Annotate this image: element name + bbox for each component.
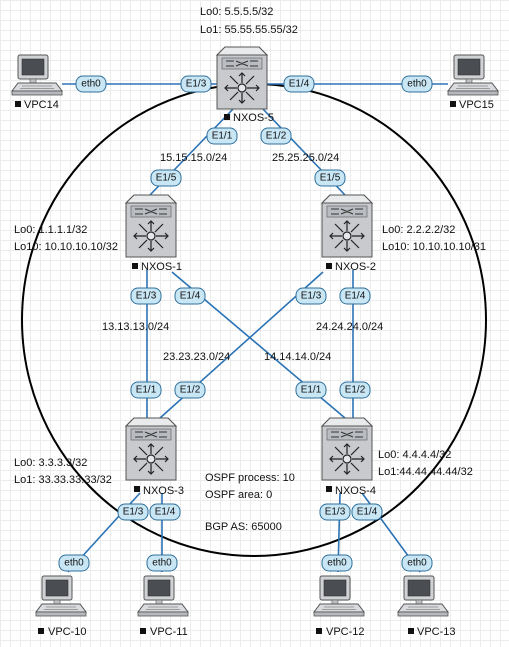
svg-text:E1/3: E1/3 — [325, 507, 346, 518]
port-nxos1-e1-3: E1/3 — [130, 287, 162, 305]
svg-text:E1/3: E1/3 — [301, 291, 322, 302]
port-nxos4-e1-1: E1/1 — [295, 381, 327, 399]
svg-text:E1/2: E1/2 — [180, 385, 201, 396]
host-vpc14[interactable]: VPC14 — [11, 54, 63, 111]
host-vpc12[interactable]: VPC-12 — [313, 575, 365, 638]
switch-nxos1-lo0: Lo0: 1.1.1.1/32 — [14, 224, 87, 236]
svg-text:eth0: eth0 — [81, 79, 101, 90]
svg-text:E1/5: E1/5 — [156, 173, 177, 184]
host-vpc13-label: VPC-13 — [417, 626, 456, 638]
port-nxos5-e1-4: E1/4 — [283, 75, 315, 93]
port-nxos4-e1-2: E1/2 — [339, 381, 371, 399]
switch-nxos2-label: NXOS-2 — [335, 261, 376, 273]
switch-nxos2[interactable]: NXOS-2 Lo0: 2.2.2.2/32 Lo10: 10.10.10.10… — [321, 194, 486, 273]
svg-text:E1/1: E1/1 — [301, 385, 322, 396]
host-vpc11-label: VPC-11 — [150, 626, 188, 638]
svg-text:E1/4: E1/4 — [180, 291, 201, 302]
interface-labels: eth0 E1/3 E1/4 eth0 E1/1 E1/2 E1/5 E1/5 … — [58, 75, 433, 572]
port-nxos5-e1-3: E1/3 — [180, 75, 212, 93]
port-vpc15-eth0: eth0 — [401, 75, 433, 93]
switch-nxos2-lo10: Lo10: 10.10.10.10/31 — [382, 241, 486, 253]
host-vpc15-label: VPC15 — [459, 99, 494, 111]
switch-nxos5-label: NXOS-5 — [233, 112, 274, 124]
switch-nxos5[interactable]: NXOS-5 Lo0: 5.5.5.5/32 Lo1: 55.55.55.55/… — [200, 6, 298, 124]
port-vpc12-eth0: eth0 — [321, 554, 353, 572]
port-nxos2-e1-4: E1/4 — [339, 287, 371, 305]
host-vpc14-label: VPC14 — [24, 99, 59, 111]
svg-text:E1/2: E1/2 — [266, 131, 287, 142]
subnet-labels: 15.15.15.0/24 25.25.25.0/24 13.13.13.0/2… — [102, 152, 383, 363]
subnet-24-label: 24.24.24.0/24 — [316, 321, 383, 333]
subnet-14-label: 14.14.14.0/24 — [264, 351, 331, 363]
svg-text:eth0: eth0 — [407, 79, 427, 90]
switch-nxos2-lo0: Lo0: 2.2.2.2/32 — [382, 224, 455, 236]
port-nxos4-e1-4: E1/4 — [351, 503, 383, 521]
host-vpc12-label: VPC-12 — [326, 626, 365, 638]
svg-text:E1/4: E1/4 — [155, 507, 176, 518]
svg-text:E1/4: E1/4 — [289, 79, 310, 90]
subnet-25-label: 25.25.25.0/24 — [272, 152, 339, 164]
switch-nxos1[interactable]: NXOS-1 Lo0: 1.1.1.1/32 Lo10: 10.10.10.10… — [14, 194, 182, 273]
switch-nxos3[interactable]: NXOS-3 Lo0: 3.3.3.3/32 Lo1: 33.33.33.33/… — [14, 417, 184, 497]
port-nxos3-e1-2: E1/2 — [174, 381, 206, 399]
svg-text:E1/1: E1/1 — [212, 131, 233, 142]
switch-nxos3-lo0: Lo0: 3.3.3.3/32 — [14, 457, 87, 469]
svg-text:eth0: eth0 — [152, 558, 172, 569]
host-vpc10[interactable]: VPC-10 — [35, 575, 87, 638]
svg-text:E1/1: E1/1 — [136, 385, 157, 396]
subnet-15-label: 15.15.15.0/24 — [160, 152, 227, 164]
svg-text:E1/3: E1/3 — [136, 291, 157, 302]
switch-nxos4-lo1: Lo1:44.44.44.44/32 — [378, 466, 473, 478]
subnet-13-label: 13.13.13.0/24 — [102, 321, 169, 333]
port-nxos3-e1-1: E1/1 — [130, 381, 162, 399]
port-vpc10-eth0: eth0 — [58, 554, 90, 572]
switch-nxos4[interactable]: NXOS-4 Lo0: 4.4.4.4/32 Lo1:44.44.44.44/3… — [321, 417, 473, 497]
svg-text:eth0: eth0 — [407, 558, 427, 569]
switch-nxos1-label: NXOS-1 — [141, 261, 182, 273]
host-vpc11[interactable]: VPC-11 — [137, 575, 189, 638]
host-vpc15[interactable]: VPC15 — [447, 54, 499, 111]
svg-text:E1/3: E1/3 — [123, 507, 144, 518]
ospf-area-label: OSPF area: 0 — [205, 489, 272, 501]
switch-nxos5-lo1: Lo1: 55.55.55.55/32 — [200, 24, 298, 36]
switch-nxos3-lo1: Lo1: 33.33.33.33/32 — [14, 474, 112, 486]
switch-nxos4-label: NXOS-4 — [335, 485, 376, 497]
svg-text:E1/5: E1/5 — [320, 173, 341, 184]
ospf-process-label: OSPF process: 10 — [205, 472, 295, 484]
svg-text:eth0: eth0 — [64, 558, 84, 569]
switch-nxos4-lo0: Lo0: 4.4.4.4/32 — [378, 449, 451, 461]
svg-text:eth0: eth0 — [327, 558, 347, 569]
switch-nxos5-lo0: Lo0: 5.5.5.5/32 — [200, 6, 273, 18]
switch-nxos1-lo10: Lo10: 10.10.10.10/32 — [14, 241, 118, 253]
svg-text:E1/4: E1/4 — [345, 291, 366, 302]
port-nxos3-e1-3: E1/3 — [117, 503, 149, 521]
protocol-info: OSPF process: 10 OSPF area: 0 BGP AS: 65… — [205, 472, 295, 533]
port-nxos5-e1-1: E1/1 — [206, 127, 238, 145]
port-nxos2-e1-3: E1/3 — [295, 287, 327, 305]
svg-text:E1/3: E1/3 — [186, 79, 207, 90]
port-nxos1-e1-5: E1/5 — [150, 169, 182, 187]
svg-text:E1/2: E1/2 — [345, 385, 366, 396]
port-vpc11-eth0: eth0 — [146, 554, 178, 572]
port-nxos3-e1-4: E1/4 — [149, 503, 181, 521]
port-nxos2-e1-5: E1/5 — [314, 169, 346, 187]
host-vpc10-label: VPC-10 — [48, 626, 87, 638]
subnet-23-label: 23.23.23.0/24 — [163, 351, 230, 363]
bgp-as-label: BGP AS: 65000 — [205, 521, 282, 533]
port-nxos5-e1-2: E1/2 — [260, 127, 292, 145]
svg-text:E1/4: E1/4 — [357, 507, 378, 518]
port-nxos4-e1-3: E1/3 — [319, 503, 351, 521]
switch-nxos3-label: NXOS-3 — [143, 485, 184, 497]
port-vpc14-eth0: eth0 — [75, 75, 107, 93]
port-vpc13-eth0: eth0 — [401, 554, 433, 572]
host-vpc13[interactable]: VPC-13 — [397, 575, 456, 638]
port-nxos1-e1-4: E1/4 — [174, 287, 206, 305]
